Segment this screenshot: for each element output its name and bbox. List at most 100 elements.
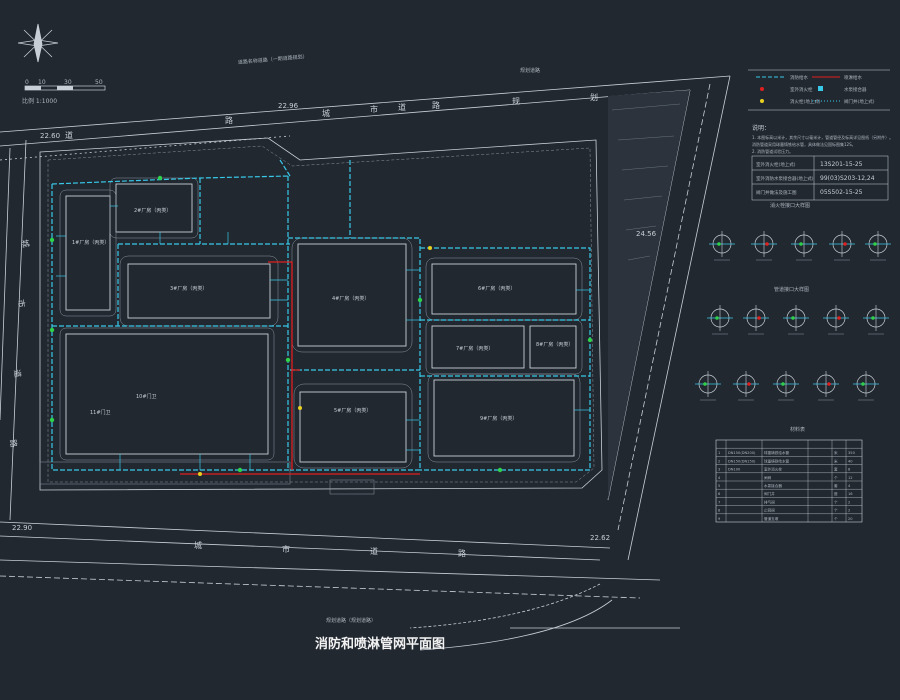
table-cell: 米 <box>834 450 838 455</box>
road-char-5: 道 <box>398 102 406 112</box>
building-10 <box>65 333 269 455</box>
north-arrow-icon <box>17 23 59 63</box>
table-cell: 套 <box>834 467 838 472</box>
site-boundary <box>39 137 603 491</box>
note-line-1: 1. 本图标高以米计，其余尺寸以毫米计，管道管径及标高详见图纸（另附件）。 <box>752 134 893 140</box>
detail-symbol-icon <box>853 371 879 401</box>
table-cell: 7 <box>718 500 720 504</box>
building-outlines <box>39 177 583 495</box>
table-cell: 球墨铸铁给水管 <box>764 450 790 455</box>
building-1 <box>65 195 111 311</box>
detail-symbol-icon <box>783 305 809 335</box>
table-cell: 套 <box>834 483 838 488</box>
building-2 <box>115 183 193 233</box>
detail-symbol-icon <box>751 231 777 261</box>
table-cell: 座 <box>834 491 838 496</box>
table-cell: 米 <box>834 458 838 463</box>
road-char-6: 路 <box>432 100 440 110</box>
scale-tick-0: 0 <box>25 79 29 86</box>
detail-symbol-icon <box>709 231 735 261</box>
scale-bar: 0 10 30 50 比例 1:1000 <box>22 79 106 105</box>
table-cell: 2 <box>848 500 850 504</box>
table-cell: 40 <box>848 459 853 463</box>
table-cell: 管道支墩 <box>764 516 779 521</box>
table-cell: 20 <box>848 517 853 521</box>
table-cell: 5 <box>718 484 720 488</box>
detail-symbol-icon <box>791 231 817 261</box>
building-label-4: 4#厂房（丙类） <box>332 295 369 302</box>
road-label-top-right: 规划道路 <box>520 67 540 74</box>
road-char-8: 划 <box>590 92 598 102</box>
building-label-11: 11#门卫 <box>90 409 111 416</box>
spec-value-1: 13S201-15-25 <box>820 161 863 168</box>
building-label-7: 7#厂房（丙类） <box>456 345 493 352</box>
table-cell: 12 <box>848 476 853 480</box>
drawing-title: 消防和喷淋管网平面图 <box>315 636 445 652</box>
detail-title-1: 消火栓接口大样图 <box>770 202 810 209</box>
notes-title: 说明： <box>752 124 770 132</box>
fire-water-pipes <box>51 159 591 471</box>
road-char-2: 路 <box>225 115 233 125</box>
elevation-4: 22.90 <box>12 524 32 532</box>
table-cell: 个 <box>834 508 838 513</box>
road-char-4: 市 <box>370 104 378 114</box>
road-char-b1: 城 <box>194 541 202 550</box>
table-cell: 室外消火栓 <box>764 467 782 472</box>
legend-fire-water: 消防给水 <box>790 74 808 81</box>
table-cell: 6 <box>718 492 721 496</box>
table-cell: 4 <box>718 476 721 480</box>
detail-symbols: 消火栓接口大样图 管道接口大样图 <box>770 202 810 293</box>
table-cell: 4 <box>848 484 851 488</box>
inner-boundary <box>47 145 595 483</box>
building-8 <box>529 325 577 369</box>
table-cell: 水泵接合器 <box>764 483 782 488</box>
hydrant-markers <box>49 175 593 476</box>
road-char-l2: 市 <box>16 299 27 309</box>
scale-tick-50: 50 <box>95 79 103 86</box>
legend-hydrant-above: 消火栓(地上式) <box>790 98 821 105</box>
spec-label-3: 阀门井做法及施工图 <box>756 189 797 196</box>
scale-label: 比例 1:1000 <box>22 97 57 105</box>
road-char-l4: 路 <box>8 439 19 449</box>
table-cell: 止回阀 <box>764 508 775 513</box>
table-cell: DN150(DN200) <box>728 451 756 455</box>
spec-label-2: 室外消防水泵接合器(地上式) <box>756 175 814 182</box>
legend-panel: 消防给水 喷淋给水 室外消火栓 水泵接合器 消火栓(地上式) 阀门井(地上式) … <box>748 69 893 201</box>
table-cell: DN100 <box>728 468 741 472</box>
building-label-8: 8#厂房（丙类） <box>536 341 573 348</box>
road-label-bottom: 规划道路（规划道路） <box>326 617 376 624</box>
elevation-2: 22.60 <box>40 132 60 140</box>
buildings <box>65 183 577 463</box>
building-label-5: 5#厂房（丙类） <box>334 407 371 414</box>
road-char-b3: 道 <box>370 546 378 556</box>
road-char-7: 规 <box>512 96 520 106</box>
building-3 <box>127 263 271 319</box>
fire-pipe-branches <box>56 205 590 470</box>
building-6 <box>431 263 577 315</box>
scale-tick-30: 30 <box>64 79 72 86</box>
slope-area <box>608 90 690 500</box>
building-4 <box>297 243 407 347</box>
spec-value-2: 99(03)S203-12,24 <box>820 175 875 182</box>
table-cell: 个 <box>834 475 838 480</box>
table-cell: 排气阀 <box>764 499 775 504</box>
detail-symbol-icon <box>733 371 759 401</box>
slope-hatch <box>611 103 681 261</box>
building-7 <box>431 325 525 369</box>
building-label-6: 6#厂房（丙类） <box>478 285 515 292</box>
road-label-top: 道路名称道路（一期道路规划） <box>238 53 308 66</box>
legend-pump-adapter: 水泵接合器 <box>844 86 867 93</box>
table-cell: 个 <box>834 499 838 504</box>
table-cell: 16 <box>848 492 853 496</box>
table-cell: 350 <box>848 451 856 455</box>
table-cell: DN150(DN150) <box>728 459 756 463</box>
detail-symbol-icon <box>829 231 855 261</box>
sprinkler-pipes <box>180 261 420 475</box>
detail-symbol-icon <box>813 371 839 401</box>
table-cell: 个 <box>834 516 838 521</box>
detail-symbol-icon <box>865 231 891 261</box>
table-cell: 8 <box>718 509 721 513</box>
